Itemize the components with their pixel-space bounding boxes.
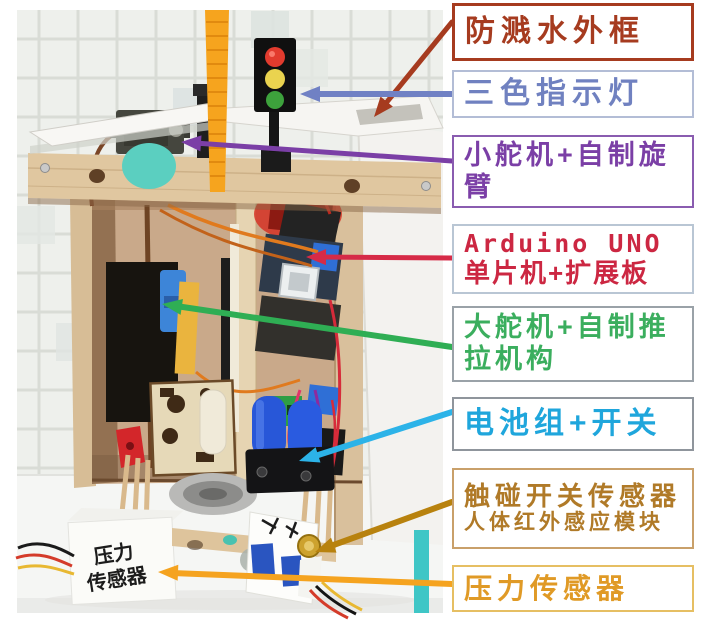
label-text: 臂 xyxy=(464,171,495,202)
arrow-battery xyxy=(299,409,455,463)
label-text: 单片机+扩展板 xyxy=(464,258,650,289)
canopy-slot xyxy=(356,104,423,125)
label-arduino: Arduino UNO 单片机+扩展板 xyxy=(452,224,694,294)
big-servo xyxy=(106,262,200,422)
arrow-touch-sensor xyxy=(315,499,455,553)
label-touch-sensor: 触碰开关传感器 人体红外感应模块 xyxy=(452,468,694,549)
label-pressure-sensor: 压力传感器 xyxy=(452,565,694,612)
beam-hole xyxy=(344,179,360,193)
blue-pcb xyxy=(250,543,276,579)
label-splash-frame: 防溅水外框 xyxy=(452,3,694,61)
label-text: 防溅水外框 xyxy=(465,15,645,49)
label-text: Arduino UNO xyxy=(464,228,663,258)
teal-strip xyxy=(414,530,429,613)
bottom-wires xyxy=(15,542,363,620)
label-big-servo: 大舵机+自制推 拉机构 xyxy=(452,306,694,382)
label-battery: 电池组+开关 xyxy=(452,397,694,451)
yellow-light xyxy=(265,69,285,89)
label-text: 三色指示灯 xyxy=(464,77,644,111)
label-small-servo: 小舵机+自制旋 臂 xyxy=(452,135,694,208)
screw xyxy=(40,163,50,173)
arduino-stack xyxy=(254,188,346,476)
arrow-arduino xyxy=(306,249,455,266)
arrow-pressure-sensor xyxy=(158,564,455,587)
screw xyxy=(421,181,431,191)
beam-hole xyxy=(89,169,105,183)
traffic-light xyxy=(254,38,296,172)
label-text: 小舵机+自制旋 xyxy=(464,139,670,170)
arrow-indicator-light xyxy=(300,86,455,102)
inner-slats xyxy=(144,195,257,481)
green-light xyxy=(266,91,284,109)
arrow-small-servo xyxy=(181,135,455,164)
module-handwriting-scribble xyxy=(261,517,299,539)
arrow-big-servo xyxy=(162,299,455,350)
label-text: 拉机构 xyxy=(464,344,557,374)
top-wood-beam xyxy=(27,153,442,214)
label-text: 触碰开关传感器 xyxy=(464,480,682,511)
red-light xyxy=(265,47,285,67)
label-text: 电池组+开关 xyxy=(464,407,662,441)
uno-board xyxy=(254,295,342,361)
white-bottle xyxy=(199,389,227,455)
label-text: 大舵机+自制推 xyxy=(464,312,670,343)
teal-mount xyxy=(122,143,176,189)
pressure-sensor-box: 压力 传感器 xyxy=(67,507,184,606)
label-text: 人体红外感应模块 xyxy=(464,511,664,535)
label-text: 压力传感器 xyxy=(464,572,630,604)
battery-pack xyxy=(245,396,335,494)
callout-arrows xyxy=(158,19,455,587)
label-indicator-light: 三色指示灯 xyxy=(452,70,694,118)
